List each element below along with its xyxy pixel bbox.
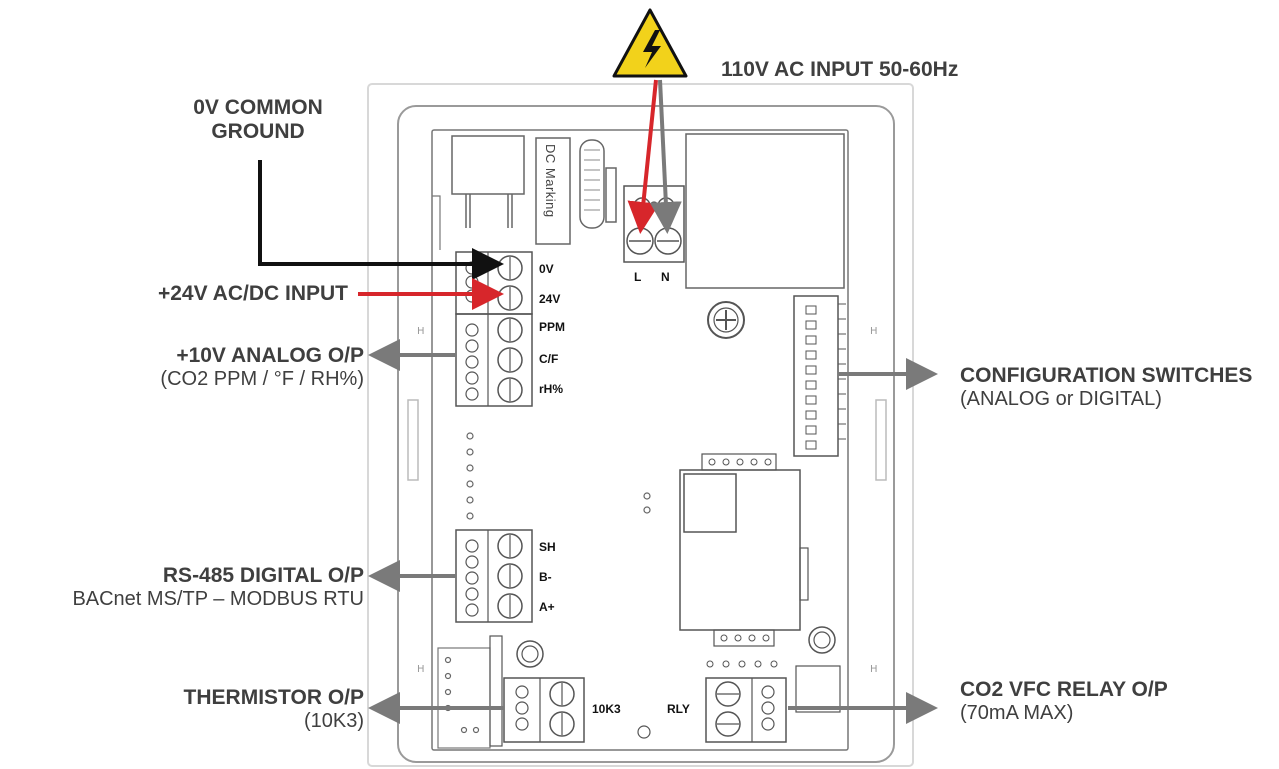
label-rs485-sub: BACnet MS/TP – MODBUS RTU	[72, 588, 364, 611]
terminal-24v: 24V	[539, 292, 561, 306]
svg-text:H: H	[870, 326, 878, 337]
label-analog-title: +10V ANALOG O/P	[176, 344, 364, 367]
label-dc-input: +24V AC/DC INPUT	[157, 282, 348, 305]
dc-marking-text: DC Marking	[543, 144, 558, 218]
label-analog-sub: (CO2 PPM / °F / RH%)	[160, 368, 364, 391]
enclosure-inner	[397, 105, 895, 763]
label-analog: +10V ANALOG O/P (CO2 PPM / °F / RH%)	[60, 344, 364, 391]
label-thermistor-title: THERMISTOR O/P	[183, 686, 364, 709]
terminal-bminus: B-	[539, 570, 552, 584]
label-thermistor-sub: (10K3)	[303, 710, 364, 733]
svg-text:H: H	[417, 664, 425, 675]
label-rs485-title: RS-485 DIGITAL O/P	[162, 564, 364, 587]
label-relay: CO2 VFC RELAY O/P (70mA MAX)	[960, 678, 1168, 725]
label-common-ground-line2: GROUND	[211, 120, 305, 144]
label-config-title: CONFIGURATION SWITCHES	[960, 364, 1253, 387]
line-arrow-common-ground	[258, 160, 504, 280]
dc-marking-box	[535, 137, 571, 245]
label-thermistor: THERMISTOR O/P (10K3)	[100, 686, 364, 733]
terminal-n: N	[661, 270, 670, 284]
svg-text:H: H	[870, 664, 878, 675]
terminal-cf: C/F	[539, 352, 559, 366]
terminal-rly: RLY	[667, 702, 690, 716]
mounting-screw	[707, 301, 745, 339]
label-config-sub: (ANALOG or DIGITAL)	[960, 388, 1162, 411]
label-rs485: RS-485 DIGITAL O/P BACnet MS/TP – MODBUS…	[8, 564, 364, 611]
terminal-sh: SH	[539, 540, 556, 554]
rs485-terminal-block	[455, 529, 533, 623]
line-arrow-ac-l	[627, 79, 660, 234]
pcb-outline	[431, 129, 849, 751]
label-common-ground: 0V COMMON GROUND	[178, 96, 338, 144]
ac-terminal-block	[623, 185, 685, 263]
enclosure-outer	[367, 83, 914, 767]
high-voltage-warning-icon	[612, 8, 688, 78]
terminal-l: L	[634, 270, 642, 284]
label-ac-input: 110V AC INPUT 50-60Hz	[721, 58, 959, 81]
label-config: CONFIGURATION SWITCHES (ANALOG or DIGITA…	[960, 364, 1252, 411]
terminal-aplus: A+	[539, 600, 555, 614]
analog-terminal-block	[455, 313, 533, 407]
label-relay-sub: (70mA MAX)	[960, 702, 1074, 725]
terminal-10k3: 10K3	[592, 702, 621, 716]
terminal-0v: 0V	[539, 262, 554, 276]
buzzer-component	[451, 135, 525, 195]
terminal-rh: rH%	[539, 382, 564, 396]
label-common-ground-line1: 0V COMMON	[193, 96, 323, 119]
line-arrow-ac-n	[649, 79, 682, 234]
transformer-block	[685, 133, 845, 289]
terminal-ppm: PPM	[539, 320, 566, 334]
co2-sensor-module	[679, 469, 801, 631]
relay-terminal-block	[705, 677, 787, 743]
svg-text:H: H	[417, 326, 425, 337]
label-relay-title: CO2 VFC RELAY O/P	[960, 678, 1168, 701]
